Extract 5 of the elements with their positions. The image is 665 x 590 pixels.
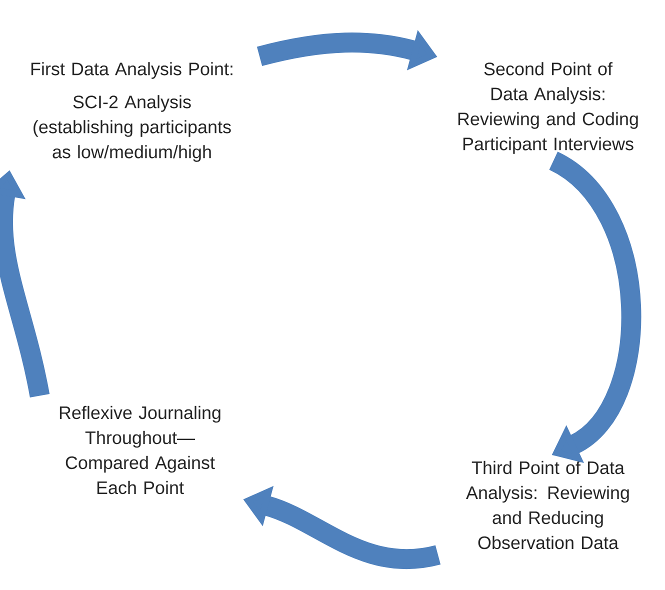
text-label: Third Point of Data Analysis: Reviewing and Reducing Observation Data xyxy=(466,460,629,550)
text-label: Second Point of Data Analysis: Reviewing and Coding Participant Interviews xyxy=(458,62,638,154)
text-label: First Data Analysis Point: SCI-2 Analysis (establishing participants as low/medium/high xyxy=(31,62,232,162)
block-arrow xyxy=(548,152,642,463)
text-label: Reflexive Journaling Throughout—Compared Against Each Point xyxy=(60,406,220,494)
